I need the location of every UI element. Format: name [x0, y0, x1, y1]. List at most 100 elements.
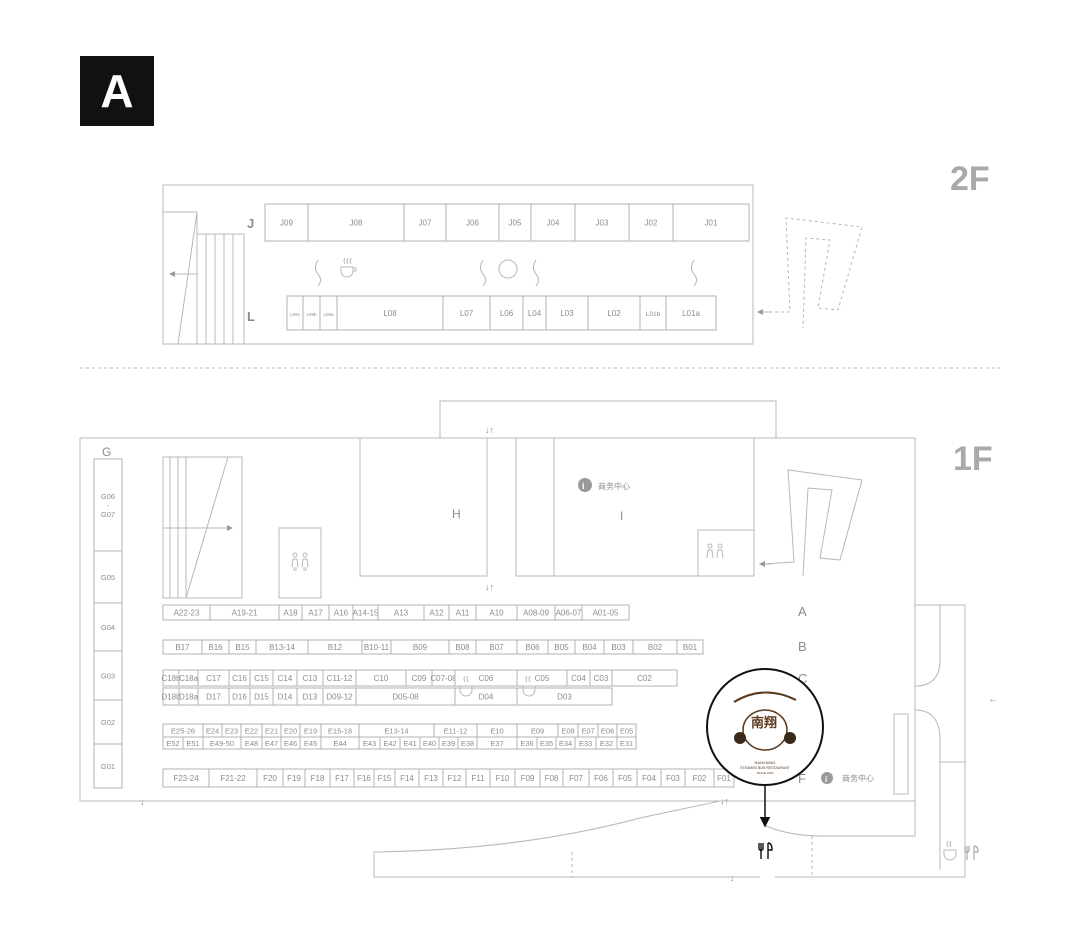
shop-unit[interactable]: A11	[448, 604, 477, 621]
shop-unit[interactable]: L04	[522, 295, 547, 331]
shop-unit[interactable]: F13	[418, 768, 444, 788]
shop-unit[interactable]: C10	[355, 669, 407, 687]
shop-unit[interactable]: E21	[261, 723, 282, 738]
shop-unit[interactable]: F09	[514, 768, 541, 788]
shop-unit[interactable]: J03	[574, 203, 630, 242]
shop-unit[interactable]: F14	[394, 768, 420, 788]
shop-unit[interactable]: E44	[320, 736, 360, 750]
shop-unit[interactable]: D14	[272, 687, 298, 706]
shop-unit[interactable]: J06	[445, 203, 500, 242]
shop-unit[interactable]: F20	[256, 768, 284, 788]
shop-unit[interactable]: E07	[577, 723, 599, 738]
shop-unit[interactable]: E34	[555, 736, 576, 750]
shop-unit[interactable]: L01b	[639, 295, 667, 331]
shop-unit[interactable]: B09	[390, 639, 450, 655]
shop-unit[interactable]: D18a	[178, 687, 199, 706]
shop-unit[interactable]: L03	[545, 295, 589, 331]
shop-unit[interactable]: E40	[419, 736, 440, 750]
shop-unit[interactable]: A18	[278, 604, 303, 621]
shop-unit[interactable]: E13-14	[358, 723, 435, 738]
shop-unit[interactable]: E19	[299, 723, 322, 738]
shop-unit[interactable]: L02	[587, 295, 641, 331]
shop-unit[interactable]: D03	[516, 687, 613, 706]
shop-unit[interactable]: J05	[498, 203, 532, 242]
shop-unit[interactable]: C05	[516, 669, 568, 687]
shop-unit[interactable]: A01-05	[581, 604, 630, 621]
shop-unit[interactable]: E42	[379, 736, 401, 750]
shop-unit[interactable]: E46	[280, 736, 301, 750]
shop-unit[interactable]: L07	[442, 295, 491, 331]
shop-unit[interactable]: F04	[636, 768, 662, 788]
shop-unit[interactable]: C03	[589, 669, 613, 687]
shop-unit[interactable]: F19	[282, 768, 306, 788]
shop-unit[interactable]: J02	[628, 203, 674, 242]
shop-unit[interactable]: B04	[574, 639, 605, 655]
shop-unit[interactable]: E08	[557, 723, 579, 738]
shop-unit[interactable]: A10	[475, 604, 518, 621]
shop-unit[interactable]: C13	[296, 669, 324, 687]
shop-unit[interactable]: E37	[476, 736, 518, 750]
shop-unit[interactable]: B07	[475, 639, 518, 655]
shop-unit[interactable]: J04	[530, 203, 576, 242]
shop-unit[interactable]: B06	[516, 639, 549, 655]
shop-unit[interactable]: E33	[574, 736, 597, 750]
shop-unit[interactable]: D04	[454, 687, 518, 706]
shop-unit[interactable]: B05	[547, 639, 576, 655]
shop-unit[interactable]: A06-07	[554, 604, 583, 621]
shop-unit[interactable]: D13	[296, 687, 324, 706]
shop-unit[interactable]: C11-12	[322, 669, 357, 687]
shop-unit[interactable]: F02	[684, 768, 715, 788]
shop-unit[interactable]: J08	[307, 203, 405, 242]
shop-unit[interactable]: L08	[336, 295, 444, 331]
shop-unit[interactable]: E06	[597, 723, 618, 738]
shop-unit[interactable]: C02	[611, 669, 678, 687]
shop-unit[interactable]: E15-18	[320, 723, 360, 738]
shop-unit[interactable]: D17	[197, 687, 230, 706]
shop-unit[interactable]: E35	[536, 736, 557, 750]
shop-unit[interactable]: E10	[476, 723, 518, 738]
shop-unit[interactable]: B10-11	[361, 639, 392, 655]
shop-unit[interactable]: F21-22	[208, 768, 258, 788]
shop-unit[interactable]: E49-50	[202, 736, 242, 750]
shop-unit[interactable]: B03	[603, 639, 634, 655]
shop-unit[interactable]: E32	[595, 736, 618, 750]
shop-unit[interactable]: F18	[304, 768, 331, 788]
shop-unit[interactable]: F11	[465, 768, 491, 788]
shop-unit[interactable]: E43	[358, 736, 381, 750]
shop-unit[interactable]: B13-14	[255, 639, 309, 655]
shop-unit[interactable]: F10	[489, 768, 516, 788]
shop-unit[interactable]: E24	[202, 723, 223, 738]
shop-unit[interactable]: L09c	[286, 295, 304, 331]
shop-unit[interactable]: G01	[93, 743, 123, 789]
shop-unit[interactable]: G06-G07	[93, 458, 123, 552]
shop-unit[interactable]: B16	[201, 639, 230, 655]
shop-unit[interactable]: J09	[264, 203, 309, 242]
shop-unit[interactable]: A16	[328, 604, 354, 621]
shop-unit[interactable]: E52	[162, 736, 184, 750]
shop-unit[interactable]: E31	[616, 736, 637, 750]
shop-unit[interactable]: L09b	[302, 295, 321, 331]
shop-unit[interactable]: C07-08	[430, 669, 457, 687]
shop-unit[interactable]: A12	[423, 604, 450, 621]
shop-unit[interactable]: G04	[93, 602, 123, 652]
shop-unit[interactable]: E05	[616, 723, 637, 738]
shop-unit[interactable]: E11-12	[433, 723, 478, 738]
shop-unit[interactable]: B17	[162, 639, 203, 655]
shop-unit[interactable]: B15	[228, 639, 257, 655]
shop-unit[interactable]: G02	[93, 699, 123, 745]
shop-unit[interactable]: J07	[403, 203, 447, 242]
shop-unit[interactable]: F15	[373, 768, 396, 788]
shop-unit[interactable]: C06	[454, 669, 518, 687]
shop-unit[interactable]: E51	[182, 736, 204, 750]
shop-unit[interactable]: J01	[672, 203, 750, 242]
shop-unit[interactable]: C15	[249, 669, 274, 687]
shop-unit[interactable]: D05-08	[355, 687, 456, 706]
shop-unit[interactable]: E20	[280, 723, 301, 738]
shop-unit[interactable]: D09-12	[322, 687, 357, 706]
shop-unit[interactable]: B12	[307, 639, 363, 655]
shop-unit[interactable]: F23-24	[162, 768, 210, 788]
shop-unit[interactable]: C04	[566, 669, 591, 687]
shop-unit[interactable]: B08	[448, 639, 477, 655]
shop-unit[interactable]: A19-21	[209, 604, 280, 621]
shop-unit[interactable]: F03	[660, 768, 686, 788]
